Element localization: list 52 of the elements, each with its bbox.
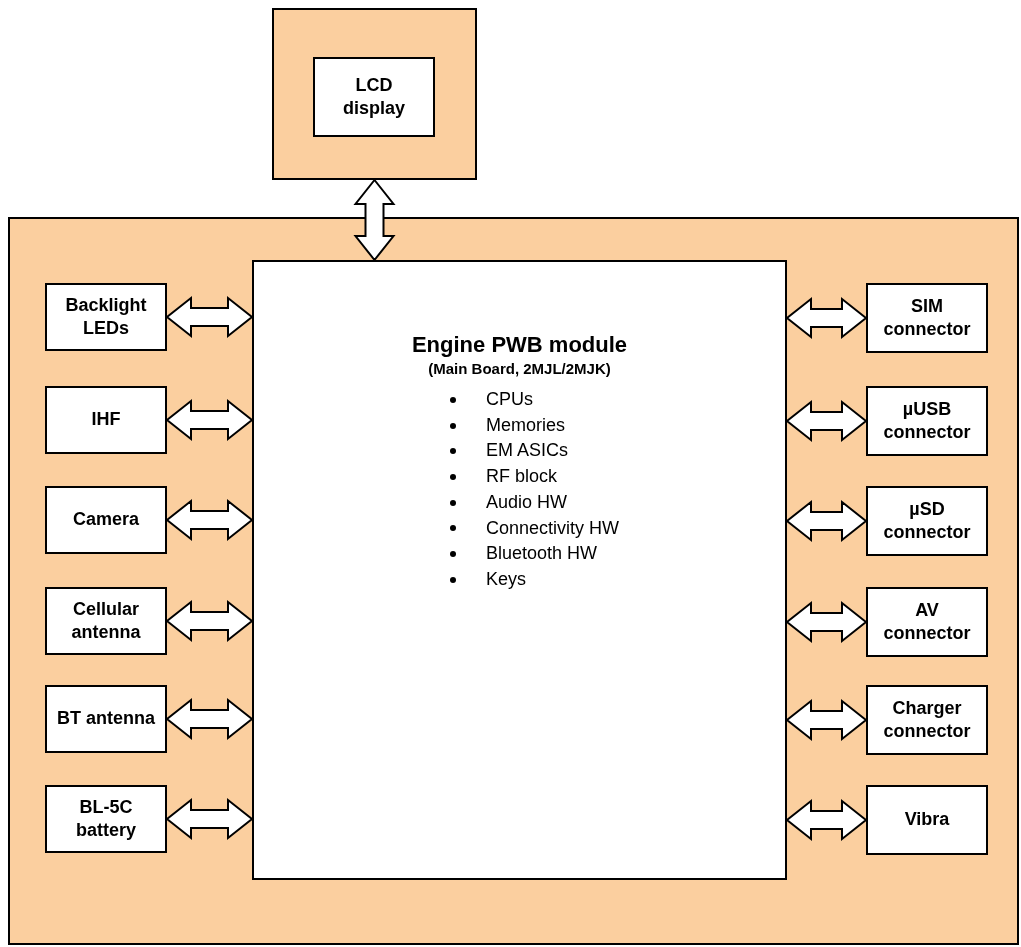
component-box — [866, 486, 988, 556]
component-label: SIM connector — [882, 294, 972, 341]
component-label: Backlight LEDs — [64, 293, 148, 340]
bullet-item: EM ASICs — [486, 439, 569, 463]
component-box — [45, 785, 167, 853]
component-box — [866, 587, 988, 657]
double-arrow — [785, 399, 868, 443]
double-arrow — [165, 797, 254, 841]
bullet-item: Memories — [486, 413, 565, 437]
module-subtitle: (Main Board, 2MJL/2MJK) — [428, 360, 611, 377]
component-box — [866, 283, 988, 353]
board-panel — [8, 217, 1019, 945]
bullet-item: Connectivity HW — [486, 516, 620, 540]
component-label: µUSB connector — [882, 397, 972, 444]
component-box — [45, 587, 167, 655]
double-arrow — [165, 498, 254, 542]
module-title: Engine PWB module — [411, 332, 628, 358]
double-arrow — [165, 295, 254, 339]
double-arrow — [785, 499, 868, 543]
board-panel — [272, 8, 477, 180]
bullet-item: Keys — [486, 567, 527, 591]
bullet-item: Bluetooth HW — [486, 542, 598, 566]
component-label: Vibra — [903, 808, 951, 832]
component-box — [45, 386, 167, 454]
component-label: AV connector — [882, 598, 972, 645]
double-arrow — [165, 697, 254, 741]
component-label: Charger connector — [882, 696, 972, 743]
double-arrow — [165, 599, 254, 643]
bullet-item: CPUs — [486, 388, 533, 411]
bullet-item: Audio HW — [486, 490, 568, 514]
double-arrow — [353, 178, 396, 262]
component-box — [866, 685, 988, 755]
component-box — [45, 283, 167, 351]
double-arrow — [785, 296, 868, 340]
component-box — [45, 486, 167, 554]
double-arrow — [785, 698, 868, 742]
double-arrow — [165, 398, 254, 442]
double-arrow — [785, 600, 868, 644]
component-label: IHF — [90, 408, 122, 432]
component-label: Cellular antenna — [70, 597, 142, 644]
component-label: Camera — [71, 508, 140, 532]
bullet-item: RF block — [486, 465, 557, 489]
component-label: µSD connector — [882, 497, 972, 544]
component-box — [313, 57, 435, 137]
component-box — [866, 386, 988, 456]
component-label: LCD display — [342, 73, 406, 120]
component-box — [45, 685, 167, 753]
component-label: BL-5C battery — [75, 795, 137, 842]
module-box — [252, 260, 787, 880]
double-arrow — [785, 798, 868, 842]
component-box — [866, 785, 988, 855]
component-label: BT antenna — [56, 707, 156, 731]
